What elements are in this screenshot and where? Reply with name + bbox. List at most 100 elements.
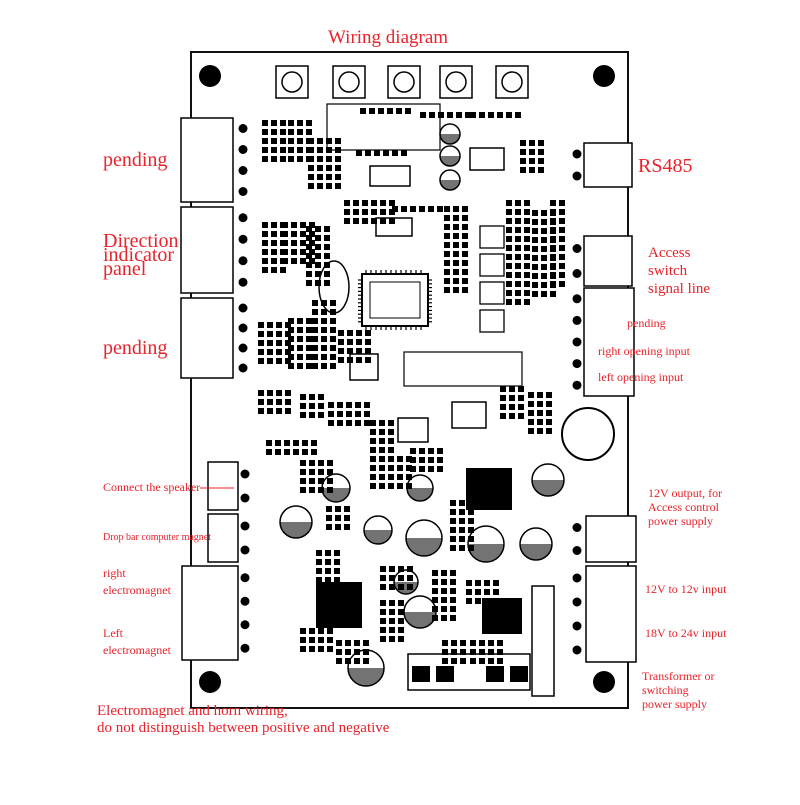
smd-pad xyxy=(428,448,434,454)
smd-pad xyxy=(317,147,323,153)
smd-pad xyxy=(388,447,394,453)
smd-pad xyxy=(344,200,350,206)
smd-pad xyxy=(379,456,385,462)
smd-pad xyxy=(380,575,386,581)
smd-pad xyxy=(306,336,312,342)
smd-pad xyxy=(334,568,340,574)
smd-pad xyxy=(371,218,377,224)
label-block xyxy=(403,351,523,387)
smd-pad xyxy=(288,327,294,333)
smd-pad xyxy=(397,456,403,462)
smd-pad xyxy=(451,640,457,646)
terminal-hole xyxy=(572,337,582,347)
smd-pad xyxy=(321,363,327,369)
smd-pad xyxy=(308,156,314,162)
smd-pad xyxy=(326,156,332,162)
smd-pad xyxy=(262,147,268,153)
terminal-hole xyxy=(240,620,250,630)
smd-pad xyxy=(444,269,450,275)
terminal-hole xyxy=(572,171,582,181)
smd-pad xyxy=(324,244,330,250)
smd-pad xyxy=(276,390,282,396)
smd-pad xyxy=(291,240,297,246)
smd-pad xyxy=(379,438,385,444)
smd-pad xyxy=(541,255,547,261)
smd-pad xyxy=(318,646,324,652)
smd-pad xyxy=(450,579,456,585)
smd-pad xyxy=(428,206,434,212)
smd-pad xyxy=(559,272,565,278)
smd-pad xyxy=(488,112,494,118)
smd-pad xyxy=(284,440,290,446)
smd-pad xyxy=(271,129,277,135)
smd-pad xyxy=(450,615,456,621)
push-buttons xyxy=(275,65,529,99)
smd-pad xyxy=(550,281,556,287)
smd-pad xyxy=(397,465,403,471)
smd-pad xyxy=(280,138,286,144)
smd-pad xyxy=(317,174,323,180)
capacitor-polarity xyxy=(440,134,460,144)
smd-pad xyxy=(388,420,394,426)
smd-pad xyxy=(267,322,273,328)
smd-pad xyxy=(312,309,318,315)
terminal-hole xyxy=(238,187,248,196)
smd-pad xyxy=(371,209,377,215)
smd-pad xyxy=(370,474,376,480)
smd-pad xyxy=(550,291,556,297)
mounting-hole xyxy=(593,65,615,87)
smd-pad xyxy=(447,112,453,118)
smd-pad xyxy=(442,640,448,646)
smd-pad xyxy=(518,413,524,419)
label-bottom-note: Electromagnet and horn wiring,do not dis… xyxy=(97,703,390,736)
smd-pad xyxy=(392,150,398,156)
smd-pad xyxy=(300,646,306,652)
smd-pad xyxy=(506,290,512,296)
terminal-hole xyxy=(572,573,582,583)
terminal-hole xyxy=(572,523,582,532)
smd-pad xyxy=(309,249,315,255)
smd-pad xyxy=(541,228,547,234)
label-12v-input: 12V to 12v input xyxy=(645,582,727,596)
smd-pad xyxy=(315,226,321,232)
smd-pad xyxy=(338,357,344,363)
terminal-hole xyxy=(572,269,582,278)
smd-pad xyxy=(380,636,386,642)
smd-pad xyxy=(541,264,547,270)
smd-pad xyxy=(266,440,272,446)
terminal-hole xyxy=(238,363,248,373)
smd-pad xyxy=(321,309,327,315)
smd-pad xyxy=(515,299,521,305)
optocouplers xyxy=(479,225,505,333)
smd-pad xyxy=(308,165,314,171)
smd-pad xyxy=(444,251,450,257)
terminal-hole xyxy=(572,149,582,159)
smd-pads xyxy=(258,108,565,664)
smd-pad xyxy=(438,112,444,118)
smd-pad xyxy=(262,249,268,255)
smd-pad xyxy=(541,219,547,225)
smd-pad xyxy=(453,215,459,221)
smd-pad xyxy=(311,440,317,446)
smd-pad xyxy=(276,322,282,328)
terminal-hole xyxy=(572,546,582,555)
terminal-hole xyxy=(238,213,248,223)
smd-pad xyxy=(406,465,412,471)
terminal-hole xyxy=(240,643,250,653)
smd-pad xyxy=(550,218,556,224)
smd-pad xyxy=(312,345,318,351)
smd-pad xyxy=(488,640,494,646)
smd-pad xyxy=(312,354,318,360)
smd-pad xyxy=(315,271,321,277)
smd-pad xyxy=(370,438,376,444)
smd-pad xyxy=(398,636,404,642)
smd-pad xyxy=(306,235,312,241)
smd-pad xyxy=(378,108,384,114)
smd-pad xyxy=(282,249,288,255)
smd-pad xyxy=(344,515,350,521)
smd-pad xyxy=(493,580,499,586)
smd-pad xyxy=(356,339,362,345)
